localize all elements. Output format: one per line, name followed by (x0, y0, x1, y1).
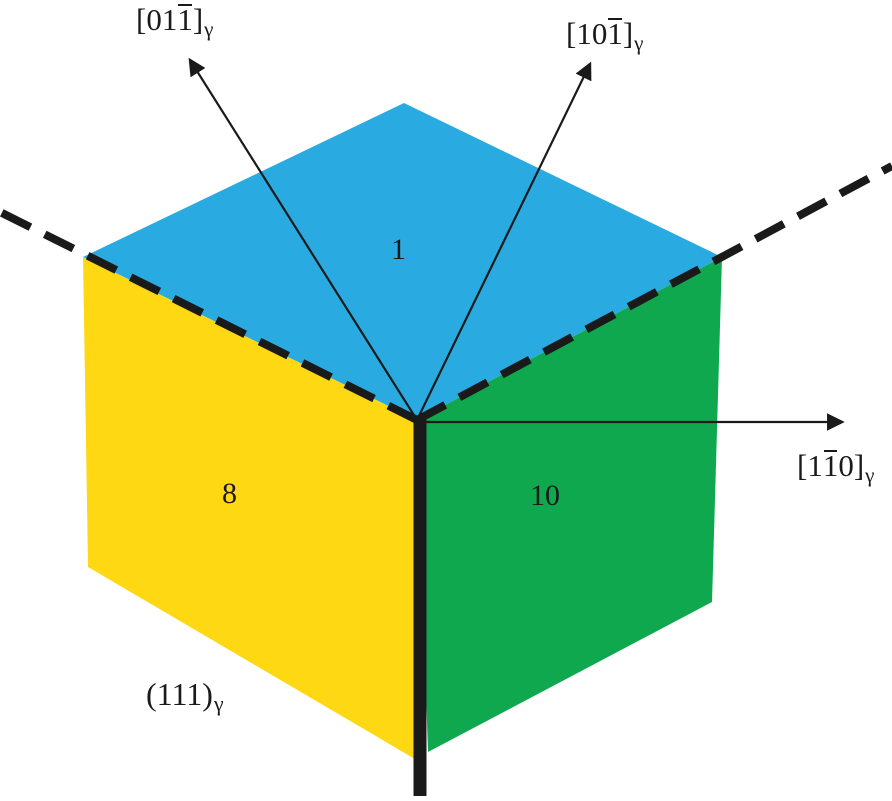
gamma-subscript: γ (634, 30, 644, 55)
gamma-subscript: γ (865, 462, 875, 487)
axis-label-right: [110]γ (797, 448, 874, 485)
plane-label-text: (111) (146, 676, 213, 712)
gamma-subscript: γ (204, 16, 214, 41)
right-face (417, 257, 722, 752)
overbar-digit: 1 (822, 448, 839, 483)
overbar-digit: 1 (177, 2, 193, 37)
left-face-number: 8 (222, 477, 237, 510)
dashed-line-right (415, 162, 892, 424)
axis-label-text: [10 (566, 16, 608, 51)
right-face-number: 10 (530, 479, 560, 512)
axis-label-up-left: [011]γ (136, 2, 213, 39)
axis-label-text: ] (622, 16, 634, 51)
axis-label-text: [01 (136, 2, 178, 37)
left-face (83, 257, 420, 762)
plane-label: (111)γ (146, 676, 224, 715)
axis-label-text: ] (192, 2, 204, 37)
axis-label-up-right: [101]γ (566, 16, 643, 53)
axis-label-text: [1 (797, 448, 823, 483)
overbar-digit: 1 (607, 16, 623, 51)
axis-arrow-up-right (416, 61, 592, 421)
axis-arrow-up-left (188, 57, 418, 421)
dashed-line-left (0, 208, 419, 424)
top-face-number: 1 (391, 233, 406, 266)
axis-label-text: 0] (838, 448, 865, 483)
gamma-subscript: γ (213, 692, 224, 717)
